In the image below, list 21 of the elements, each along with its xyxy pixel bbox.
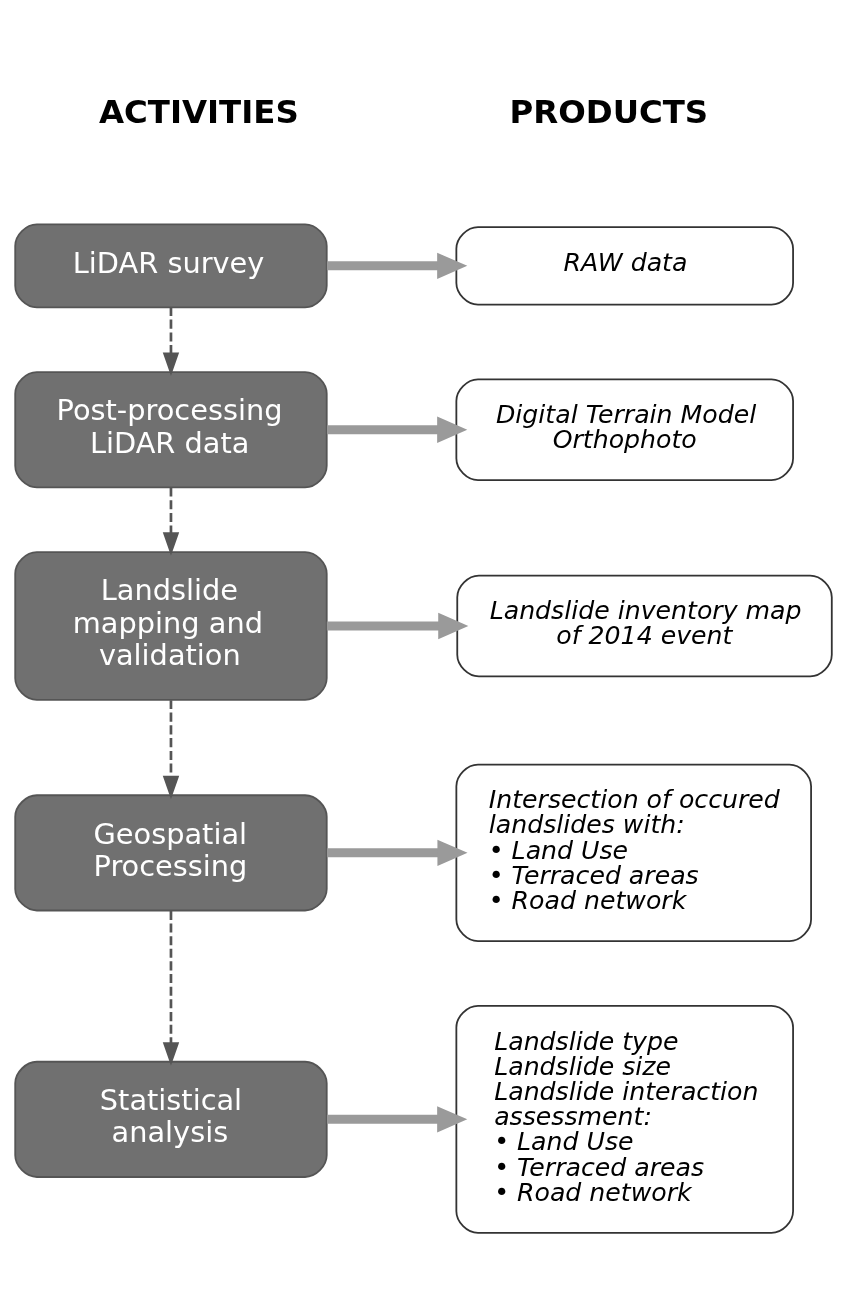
arrow bbox=[326, 839, 468, 867]
arrow bbox=[326, 252, 468, 280]
arrow bbox=[162, 911, 180, 1066]
arrow bbox=[162, 487, 180, 556]
node-box: LiDAR survey bbox=[14, 223, 328, 309]
node-box: Intersection of occured landslides with: • Land Use • Terraced areas • Road network bbox=[455, 763, 812, 942]
arrow bbox=[326, 416, 468, 443]
node-box: Post-processing LiDAR data bbox=[14, 371, 328, 489]
node-box: Landslide type Landslide size Landslide interaction assessment: • Land Use • Terraced areas • Road network bbox=[455, 1005, 794, 1234]
arrow bbox=[326, 612, 469, 640]
node-box: Digital Terrain Model Orthophoto bbox=[455, 378, 794, 482]
node-box: RAW data bbox=[455, 226, 794, 306]
node-box: Landslide inventory map of 2014 event bbox=[456, 574, 833, 678]
node-box: Geospatial Processing bbox=[14, 794, 328, 912]
node-box: Statistical analysis bbox=[14, 1060, 328, 1178]
arrow bbox=[162, 700, 180, 800]
node-box: Landslide mapping and validation bbox=[14, 551, 328, 701]
arrow bbox=[326, 1106, 468, 1133]
label: PRODUCTS bbox=[509, 92, 709, 131]
label: ACTIVITIES bbox=[98, 92, 299, 131]
arrow bbox=[162, 307, 180, 376]
